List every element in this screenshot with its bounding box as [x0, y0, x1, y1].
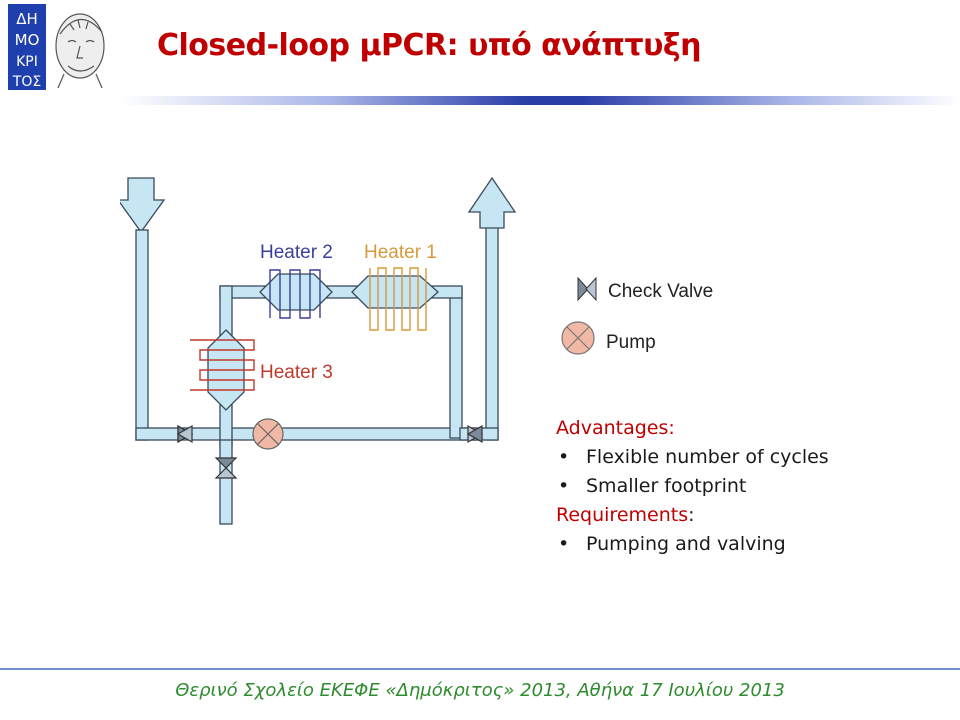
footer-divider [0, 668, 960, 670]
heater2-chamber [259, 273, 333, 311]
heater1-chamber [351, 275, 439, 309]
logo-letters-1: ΔΗ [16, 10, 38, 28]
pcr-loop-diagram: Heater 2 Heater 1 Heater 3 [120, 176, 517, 525]
notes-block: Advantages: Flexible number of cycles Sm… [556, 414, 956, 559]
requirement-item: Pumping and valving [556, 530, 956, 559]
check-valve-right [466, 424, 484, 444]
slide-title: Closed-loop μPCR: υπό ανάπτυξη [157, 28, 702, 63]
heater3-coil [190, 339, 255, 391]
check-valve-icon [577, 276, 597, 302]
portrait-sketch [55, 13, 105, 89]
check-valve-left [176, 424, 194, 444]
heater2-coil [269, 269, 321, 319]
check-valve-drain [214, 457, 238, 479]
footer-text: Θερινό Σχολείο ΕΚΕΦΕ «Δημόκριτος» 2013, … [175, 680, 785, 701]
title-divider [120, 96, 960, 105]
pump-legend-label: Pump [606, 332, 656, 353]
requirements-colon: : [688, 504, 695, 526]
advantage-item: Flexible number of cycles [556, 443, 956, 472]
requirements-heading: Requirements: [556, 501, 956, 530]
pump-icon [561, 321, 595, 355]
logo-letters-2: ΜΟ [15, 31, 40, 49]
heater3-label: Heater 3 [260, 362, 333, 383]
advantages-heading: Advantages: [556, 417, 675, 439]
institute-logo: ΔΗ ΜΟ ΚΡΙ ΤΟΣ [8, 4, 105, 90]
logo-letters-3: ΚΡΙ [16, 54, 38, 70]
check-valve-legend-label: Check Valve [608, 281, 714, 302]
heater2-label: Heater 2 [260, 242, 333, 263]
channel-network [120, 176, 517, 525]
requirements-label: Requirements [556, 504, 689, 526]
outlet-arrow [467, 176, 517, 229]
inlet-arrow [120, 177, 166, 234]
heater1-coil [369, 267, 427, 331]
pump-symbol [252, 418, 284, 450]
logo-letters-4: ΤΟΣ [12, 74, 41, 90]
heater1-label: Heater 1 [364, 242, 437, 263]
advantage-item: Smaller footprint [556, 472, 956, 501]
